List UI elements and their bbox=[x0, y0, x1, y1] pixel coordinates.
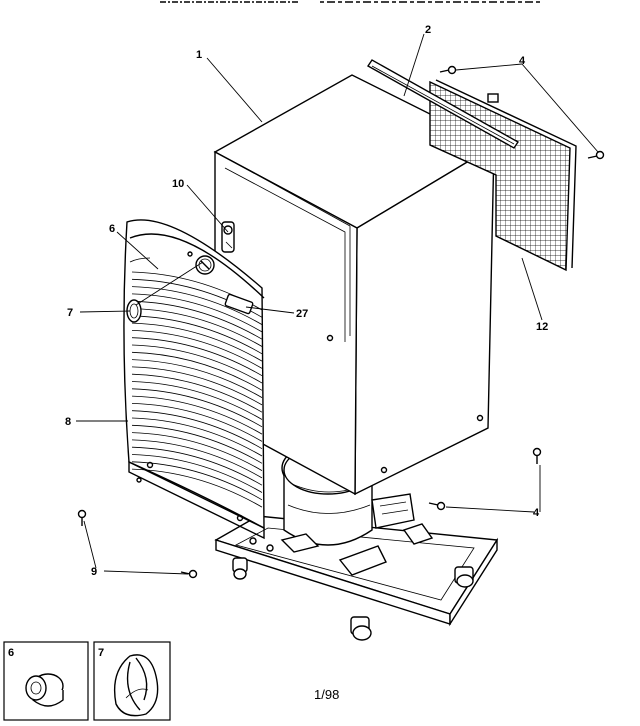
louver-slat bbox=[131, 432, 263, 471]
louver-slat bbox=[131, 300, 263, 340]
louver-slat bbox=[131, 461, 263, 501]
caster-wheel bbox=[232, 557, 248, 580]
inset-handle-label: 7 bbox=[98, 647, 104, 659]
screw bbox=[587, 150, 605, 160]
louver-slat bbox=[131, 315, 263, 355]
louver-slat bbox=[131, 468, 263, 508]
inset-handle: 7 bbox=[93, 641, 171, 721]
latch bbox=[221, 221, 235, 253]
diagram-code: 1/98 bbox=[314, 687, 339, 702]
caster-wheel bbox=[350, 616, 372, 641]
louver-slat bbox=[131, 366, 263, 406]
louver-slat bbox=[131, 322, 263, 362]
screw bbox=[532, 447, 542, 464]
louver-slat bbox=[131, 454, 263, 493]
screw bbox=[136, 477, 142, 483]
louver-slat bbox=[131, 381, 263, 420]
inset-knob-label: 6 bbox=[8, 647, 14, 659]
callout-8: 8 bbox=[65, 416, 71, 428]
louver-slat bbox=[131, 359, 263, 398]
control-knob bbox=[195, 255, 215, 275]
callout-27: 27 bbox=[296, 308, 308, 320]
louver-slat bbox=[131, 439, 263, 479]
louver-slat bbox=[131, 410, 263, 450]
callout-12: 12 bbox=[536, 321, 548, 333]
leader-lines bbox=[76, 33, 599, 575]
louver-slat bbox=[131, 417, 263, 457]
front-grille-panel bbox=[123, 219, 265, 540]
louver-slat bbox=[131, 308, 263, 347]
louver-slat bbox=[131, 403, 263, 442]
screw bbox=[439, 65, 457, 75]
callout-1: 1 bbox=[196, 49, 202, 61]
callout-10: 10 bbox=[172, 178, 184, 190]
caster-wheel bbox=[454, 566, 474, 588]
louver-slat bbox=[131, 337, 263, 377]
inset-knob: 6 bbox=[3, 641, 89, 721]
grille-louvers bbox=[131, 271, 263, 508]
louver-slat bbox=[131, 373, 263, 413]
callout-4-bottom: 4 bbox=[533, 507, 540, 519]
cabinet bbox=[213, 74, 496, 496]
callout-9: 9 bbox=[91, 566, 97, 578]
louver-slat bbox=[131, 424, 263, 464]
screw bbox=[77, 509, 87, 526]
rear-grille bbox=[429, 79, 577, 272]
callout-7: 7 bbox=[67, 307, 73, 319]
callout-4-top: 4 bbox=[519, 55, 526, 67]
louver-slat bbox=[131, 351, 263, 391]
louver-slat bbox=[131, 446, 263, 486]
louver-slat bbox=[131, 330, 263, 369]
screw bbox=[428, 501, 446, 511]
louver-slat bbox=[131, 388, 263, 428]
callout-2: 2 bbox=[425, 24, 431, 36]
callout-6: 6 bbox=[109, 223, 115, 235]
louver-slat bbox=[131, 293, 263, 333]
louver-slat bbox=[131, 286, 263, 325]
top-bracket bbox=[366, 59, 520, 149]
louver-slat bbox=[131, 395, 263, 435]
louver-slat bbox=[131, 344, 263, 384]
screw bbox=[180, 569, 198, 579]
